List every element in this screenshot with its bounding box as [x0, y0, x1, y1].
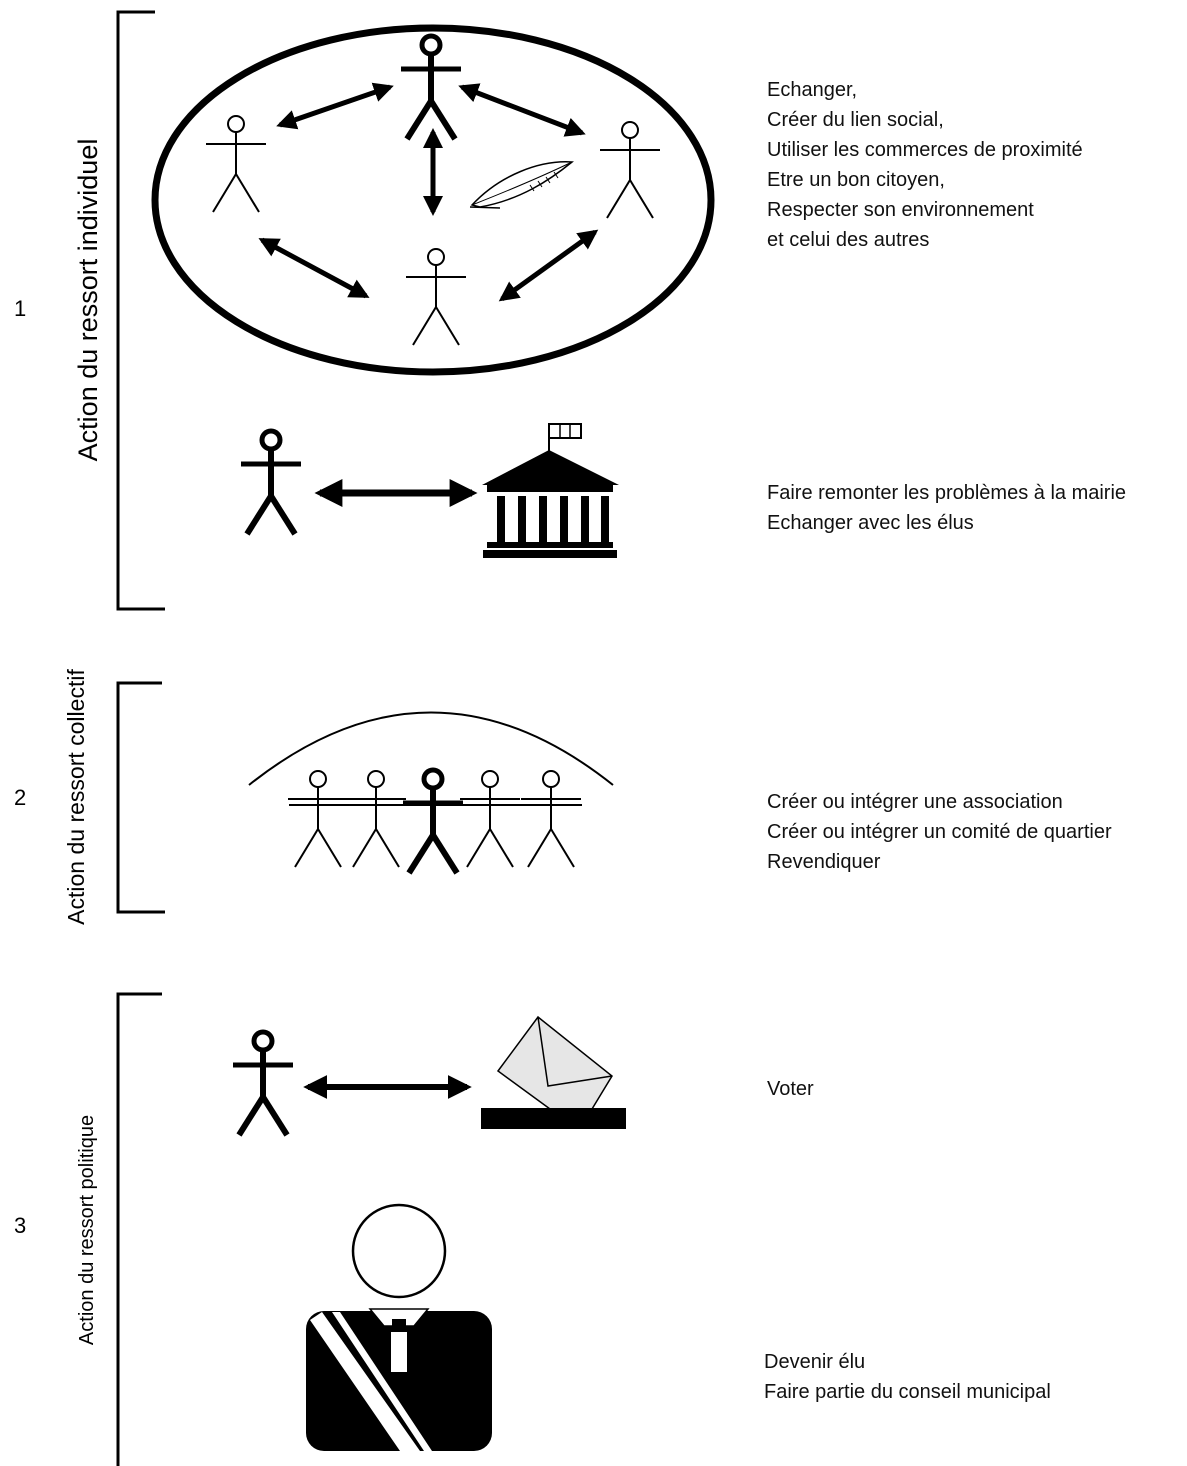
stick-figure-icon	[403, 770, 463, 873]
section-bracket	[116, 681, 165, 914]
description-line: Revendiquer	[767, 851, 881, 873]
section-number: 2	[14, 785, 26, 810]
stick-figure-icon	[233, 1032, 293, 1135]
section-2-text-block-1: Créer ou intégrer une association Créer …	[767, 791, 1112, 873]
umbrella-arc	[248, 711, 614, 786]
stick-figure-icon	[205, 115, 267, 213]
section-1: 1 Action du ressort individuel	[14, 10, 1126, 611]
collective-group-illustration	[248, 711, 614, 874]
description-line: Créer du lien social,	[767, 109, 944, 131]
ballot-box-icon	[481, 1015, 626, 1129]
elected-official-icon	[306, 1203, 492, 1451]
stick-figure-icon	[520, 770, 582, 868]
description-line: Respecter son environnement	[767, 199, 1034, 221]
section-3: 3 Action du ressort politique Voter Deve…	[14, 992, 1051, 1466]
section-3-text-block-2: Devenir élu Faire partie du conseil muni…	[764, 1351, 1051, 1403]
section-3-text-block-1: Voter	[767, 1078, 814, 1100]
description-line: Créer ou intégrer une association	[767, 791, 1063, 813]
stick-figure-icon	[345, 770, 407, 868]
section-2: 2 Action du ressort collectif Créer ou i…	[14, 669, 1112, 925]
stick-figure-icon	[401, 36, 461, 139]
section-1-text-block-2: Faire remonter les problèmes à la mairie…	[767, 482, 1126, 534]
double-arrow-icon	[458, 83, 586, 137]
stick-figure-icon	[405, 248, 467, 346]
description-line: Echanger avec les élus	[767, 512, 974, 534]
community-ellipse	[151, 24, 715, 376]
description-line: Faire remonter les problèmes à la mairie	[767, 482, 1126, 504]
description-line: Utiliser les commerces de proximité	[767, 139, 1083, 161]
section-label: Action du ressort collectif	[63, 669, 89, 925]
description-line: Faire partie du conseil municipal	[764, 1381, 1051, 1403]
description-line: Voter	[767, 1078, 814, 1100]
stick-figure-icon	[459, 770, 521, 868]
quill-feather-icon	[469, 161, 574, 209]
double-arrow-icon	[258, 237, 370, 299]
double-arrow-icon	[498, 229, 599, 302]
double-arrow-icon	[276, 82, 394, 130]
section-bracket	[116, 992, 162, 1466]
description-line: et celui des autres	[767, 229, 929, 251]
description-line: Echanger,	[767, 79, 857, 101]
community-group-illustration	[151, 24, 715, 376]
section-1-text-block-1: Echanger, Créer du lien social, Utiliser…	[767, 79, 1083, 251]
stick-figure-icon	[599, 121, 661, 219]
stick-figure-icon	[287, 770, 349, 868]
section-number: 3	[14, 1213, 26, 1238]
city-hall-icon	[482, 423, 619, 558]
description-line: Créer ou intégrer un comité de quartier	[767, 821, 1112, 843]
stick-figure-icon	[241, 431, 301, 534]
section-number: 1	[14, 296, 26, 321]
description-line: Devenir élu	[764, 1351, 865, 1373]
section-label: Action du ressort politique	[76, 1115, 98, 1345]
description-line: Etre un bon citoyen,	[767, 169, 945, 191]
section-bracket	[116, 10, 165, 611]
section-label: Action du ressort individuel	[73, 139, 103, 462]
